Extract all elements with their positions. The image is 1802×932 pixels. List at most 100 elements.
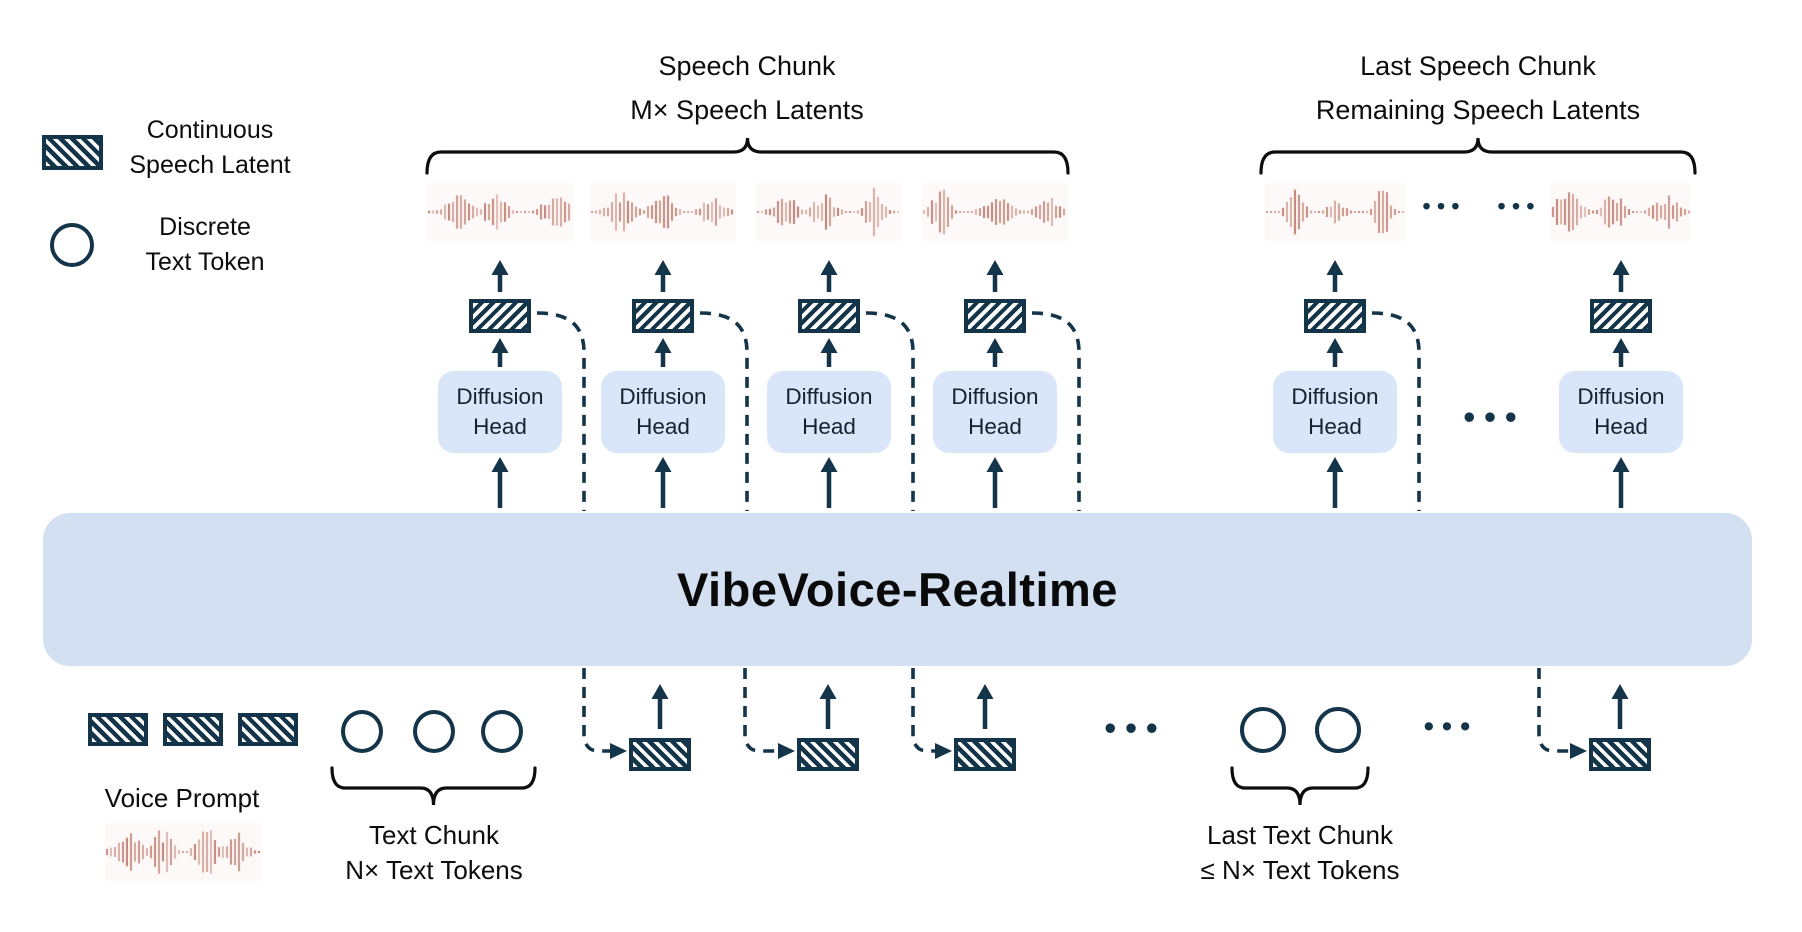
speech-latent-1 xyxy=(469,299,531,333)
latent-to-model-arrow-1 xyxy=(651,684,669,729)
text-chunk-label: Text Chunk N× Text Tokens xyxy=(310,818,558,888)
speech-chunk-brace xyxy=(425,137,1070,175)
text-token-1 xyxy=(341,710,383,753)
ellipsis-bottom-row-1: • • • xyxy=(1104,709,1158,746)
waveform-graphic xyxy=(590,192,734,232)
feedback-dashed-bottom-3 xyxy=(911,668,936,753)
voice-prompt-waveform xyxy=(105,823,261,881)
feedback-arrowhead-1 xyxy=(610,743,627,759)
head-to-latent-arrow-2 xyxy=(654,338,672,367)
model-box: VibeVoice-Realtime xyxy=(43,513,1752,666)
text-token-3 xyxy=(481,710,523,753)
speech-latent-4 xyxy=(964,299,1026,333)
legend-continuous-line2: Speech Latent xyxy=(129,151,291,179)
last-text-token-1 xyxy=(1240,707,1286,753)
speech-waveform-3 xyxy=(756,183,902,241)
speech-waveform-1 xyxy=(427,183,573,241)
feedback-arrowhead-2 xyxy=(778,743,795,759)
legend-discrete-label: Discrete Text Token xyxy=(105,210,305,280)
latent-to-model-arrow-3 xyxy=(976,684,994,729)
latent-to-waveform-arrow-1 xyxy=(491,260,509,292)
head-to-latent-arrow-4 xyxy=(986,338,1004,367)
latent-to-waveform-arrow-6 xyxy=(1612,260,1630,292)
latent-to-model-arrow-4 xyxy=(1611,684,1629,729)
ellipsis-diffusion-heads: • • • xyxy=(1463,398,1517,435)
waveform-graphic xyxy=(1551,192,1691,232)
waveform-graphic xyxy=(922,189,1066,235)
model-to-head-arrow-3 xyxy=(820,457,838,508)
voice-prompt-label: Voice Prompt xyxy=(104,783,260,813)
speech-chunk-title-line2: M× Speech Latents xyxy=(630,95,864,125)
legend-continuous-label: Continuous Speech Latent xyxy=(105,113,315,183)
speech-waveform-last-1 xyxy=(1265,183,1405,241)
feedback-dashed-bottom-2 xyxy=(743,668,779,753)
speech-waveform-2 xyxy=(590,183,736,241)
last-speech-chunk-brace xyxy=(1259,137,1697,175)
model-to-head-arrow-4 xyxy=(986,457,1004,508)
head-to-latent-arrow-5 xyxy=(1326,338,1344,367)
ellipsis-waveform-row-2: • • • xyxy=(1497,193,1535,219)
waveform-graphic xyxy=(427,194,571,230)
latent-to-model-arrow-2 xyxy=(819,684,837,729)
text-token-2 xyxy=(413,710,455,753)
last-text-chunk-line1: Last Text Chunk xyxy=(1207,820,1393,850)
text-chunk-line1: Text Chunk xyxy=(368,820,500,850)
speech-chunk-title-line1: Speech Chunk xyxy=(658,51,836,81)
last-text-token-2 xyxy=(1315,707,1361,753)
head-to-latent-arrow-6 xyxy=(1612,338,1630,367)
feedback-latent-3 xyxy=(954,738,1016,771)
model-to-head-arrow-5 xyxy=(1326,457,1344,508)
waveform-graphic xyxy=(1265,189,1405,235)
ellipsis-waveform-row-1: • • • xyxy=(1422,193,1460,219)
text-chunk-line2: N× Text Tokens xyxy=(345,855,523,885)
latent-to-waveform-arrow-3 xyxy=(820,260,838,292)
feedback-arrowhead-3 xyxy=(935,743,952,759)
speech-latent-2 xyxy=(632,299,694,333)
voice-prompt-latent-3 xyxy=(238,713,298,746)
legend-discrete-line1: Discrete xyxy=(159,213,251,241)
latent-to-waveform-arrow-4 xyxy=(986,260,1004,292)
speech-latent-last-2 xyxy=(1590,299,1652,333)
legend-continuous-line1: Continuous xyxy=(146,116,274,144)
continuous-speech-latent-icon xyxy=(42,135,103,170)
last-text-chunk-line2: ≤ N× Text Tokens xyxy=(1200,855,1400,885)
feedback-arrowhead-4 xyxy=(1570,743,1587,759)
model-to-head-arrow-6 xyxy=(1612,457,1630,508)
feedback-latent-last xyxy=(1589,738,1651,771)
legend-discrete-line2: Text Token xyxy=(145,248,265,276)
latent-to-waveform-arrow-2 xyxy=(654,260,672,292)
last-speech-chunk-title-line1: Last Speech Chunk xyxy=(1360,51,1596,81)
last-text-chunk-label: Last Text Chunk ≤ N× Text Tokens xyxy=(1160,818,1440,888)
last-speech-chunk-title-line2: Remaining Speech Latents xyxy=(1315,95,1641,125)
feedback-dashed-bottom-4 xyxy=(1537,668,1571,753)
model-title: VibeVoice-Realtime xyxy=(677,563,1118,616)
speech-chunk-title: Speech Chunk M× Speech Latents xyxy=(547,44,947,132)
model-to-head-arrow-2 xyxy=(654,457,672,508)
model-to-head-arrow-1 xyxy=(491,457,509,508)
ellipsis-bottom-row-2: • • • xyxy=(1423,711,1471,743)
feedback-latent-2 xyxy=(797,738,859,771)
feedback-latent-1 xyxy=(629,738,691,771)
voice-prompt-latent-2 xyxy=(163,713,223,746)
discrete-text-token-icon xyxy=(50,223,94,267)
last-text-chunk-brace xyxy=(1230,766,1370,806)
feedback-dashed-bottom-1 xyxy=(582,668,611,753)
head-to-latent-arrow-3 xyxy=(820,338,838,367)
speech-latent-3 xyxy=(798,299,860,333)
voice-prompt-latent-1 xyxy=(88,713,148,746)
waveform-graphic xyxy=(756,187,900,237)
text-chunk-brace xyxy=(330,766,537,806)
speech-waveform-4 xyxy=(922,183,1068,241)
speech-latent-last-1 xyxy=(1304,299,1366,333)
latent-to-waveform-arrow-5 xyxy=(1326,260,1344,292)
waveform-graphic xyxy=(105,830,261,874)
speech-waveform-last-2 xyxy=(1551,183,1691,241)
last-speech-chunk-title: Last Speech Chunk Remaining Speech Laten… xyxy=(1238,44,1718,132)
